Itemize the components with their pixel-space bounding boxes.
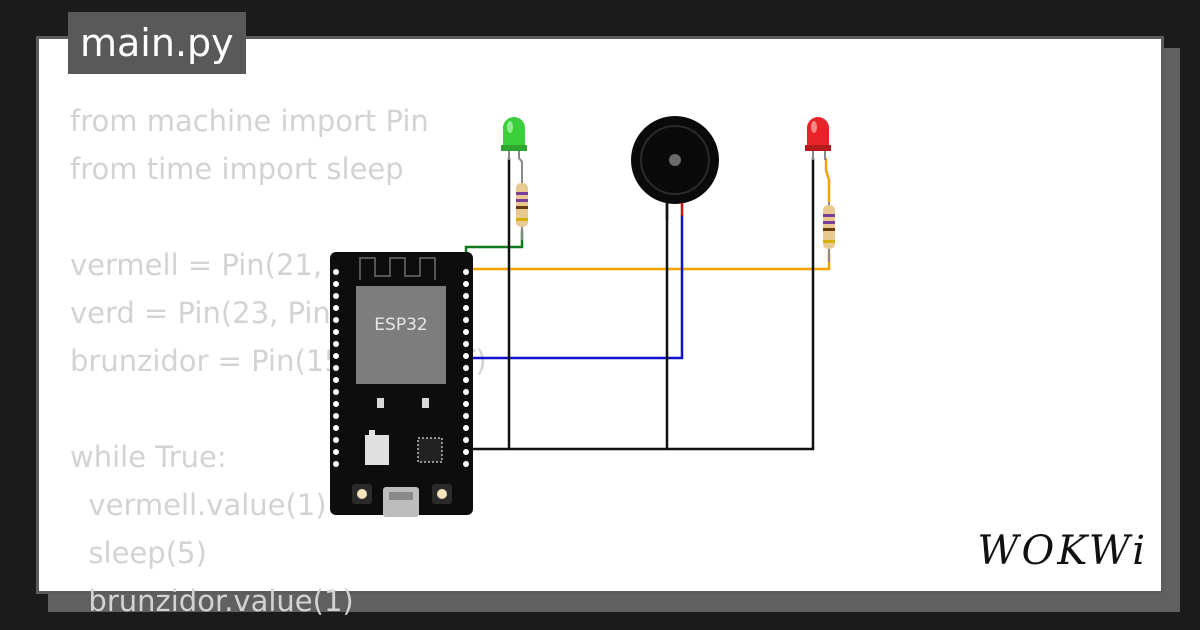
wire-black-1[interactable] [467, 158, 511, 451]
wire-blue[interactable] [467, 215, 684, 360]
pin-header-left [333, 269, 339, 467]
wire-orange[interactable] [467, 252, 831, 335]
wire-green[interactable] [464, 230, 524, 268]
code-line: from time import sleep [70, 152, 404, 186]
buzzer[interactable] [631, 116, 719, 220]
usb-port [383, 487, 419, 517]
pin-header-right [463, 269, 469, 467]
led-red[interactable] [805, 117, 831, 160]
code-line: sleep(5) [70, 536, 207, 570]
button-boot[interactable] [432, 484, 452, 504]
code-line: vermell.value(1) [70, 488, 327, 522]
resistor-2[interactable] [823, 202, 835, 262]
code-listing: from machine import Pin from time import … [70, 97, 487, 625]
wire-black-2[interactable] [509, 200, 669, 451]
file-tab[interactable]: main.py [68, 12, 246, 74]
code-line: from machine import Pin [70, 104, 429, 138]
led-green[interactable] [501, 117, 527, 175]
wire-orange-led[interactable] [824, 158, 831, 202]
wire-black-3[interactable] [667, 158, 815, 451]
code-line: while True: [70, 440, 227, 474]
wokwi-logo: WOKWi [977, 528, 1148, 574]
esp32-label: ESP32 [374, 315, 427, 335]
button-en[interactable] [352, 484, 372, 504]
editor-card: from machine import Pin from time import … [36, 36, 1164, 618]
esp32-board[interactable]: ESP32 [330, 252, 473, 517]
resistor-1[interactable] [516, 175, 528, 240]
code-line: brunzidor.value(1) [70, 584, 354, 618]
